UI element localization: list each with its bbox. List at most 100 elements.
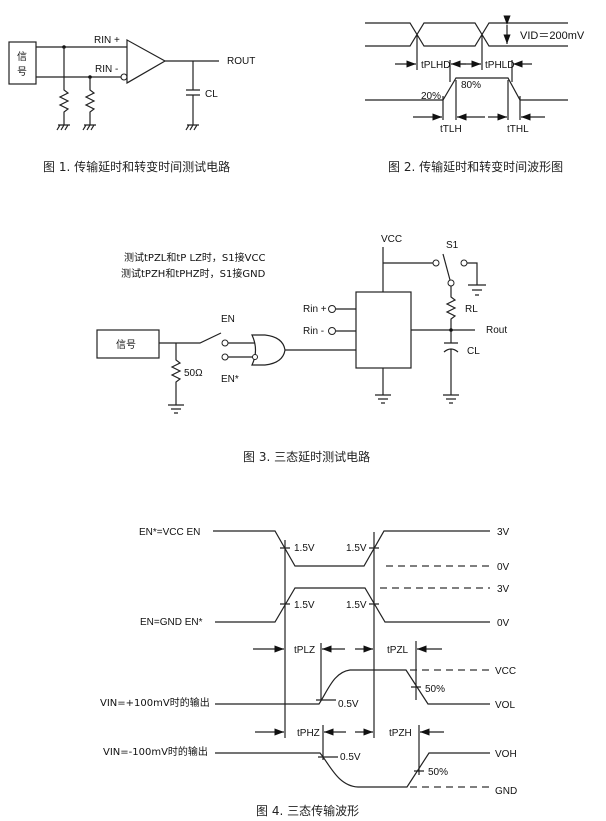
terminal-en-star: [221, 353, 229, 361]
en-switch: [159, 332, 222, 344]
s1-terminal-gnd: [460, 259, 468, 267]
vcc-wire: [382, 247, 433, 292]
v0-label-1: 0V: [497, 562, 510, 573]
vol-label: VOL: [495, 700, 515, 711]
ticks: [318, 756, 424, 772]
p50-label-1: 50%: [425, 684, 445, 695]
source-label: 信号: [116, 339, 136, 351]
tphld-label: tPHLD: [485, 60, 514, 71]
rl-label: RL: [465, 304, 478, 315]
rl-resistor-icon: [445, 286, 457, 343]
v15-label-4: 1.5V: [346, 600, 367, 611]
s1-label: S1: [446, 240, 459, 251]
v15-label-1: 1.5V: [294, 543, 315, 554]
receiver-amplifier-icon: [126, 38, 167, 85]
figure-4-tristate-waveforms: EN*=VCC EN 3V 0V EN=GND EN* 3V 0V 1.5V 1…: [100, 527, 517, 818]
resistor-50-ohm-icon: [168, 343, 184, 414]
figure-4-caption: 图 4. 三态传输波形: [256, 803, 359, 818]
en-star-vcc-label: EN*=VCC EN: [139, 527, 200, 538]
output-waveform: [365, 77, 568, 101]
reference-lines: [416, 34, 513, 82]
tphz-label: tPHZ: [297, 728, 320, 739]
output-waveform-positive: [215, 669, 490, 705]
source-label-2: 号: [17, 66, 27, 78]
v15-label-2: 1.5V: [346, 543, 367, 554]
p50-label-2: 50%: [428, 767, 448, 778]
tpzh-label: tPZH: [389, 728, 412, 739]
v3-label-1: 3V: [497, 527, 510, 538]
inverting-bubble: [252, 354, 258, 360]
tpzl-label: tPZL: [387, 645, 409, 656]
vcc-label: VCC: [495, 666, 516, 677]
input-wires: [36, 46, 127, 78]
gnd-label: GND: [495, 786, 517, 797]
figure-2-timing-waveform: VID＝200mV tPLHD tPHLD 80% 20% tTLH tTHL …: [365, 15, 585, 174]
v05-label-1: 0.5V: [338, 699, 359, 710]
figure-1-caption: 图 1. 传输延时和转变时间测试电路: [43, 159, 230, 174]
rout-label: ROUT: [227, 56, 255, 67]
terminal-rin-plus: [328, 305, 336, 313]
cl-label: CL: [467, 346, 480, 357]
ground-icon: [56, 124, 96, 131]
rout-label: Rout: [486, 325, 507, 336]
signal-source-box: [96, 329, 160, 359]
v05-label-2: 0.5V: [340, 752, 361, 763]
gate-input-wires: [228, 342, 255, 358]
rin-plus-label: RIN +: [94, 35, 120, 46]
v15-label-3: 1.5V: [294, 600, 315, 611]
transition-lines: [442, 80, 521, 120]
resistor-icon: [58, 47, 96, 125]
tplhd-label: tPLHD: [421, 60, 450, 71]
output-waveform-negative: [215, 752, 490, 788]
s1-common-terminal: [447, 279, 455, 287]
figure-1-test-circuit: 信 号 RIN + RIN - ROUT CL 图 1. 传输延时和转变时间测试…: [8, 35, 255, 174]
figure-2-caption: 图 2. 传输延时和转变时间波形图: [388, 159, 563, 174]
en-gnd-label: EN=GND EN*: [140, 617, 203, 628]
terminal-en: [221, 339, 229, 347]
ground-icon: [467, 262, 486, 296]
vin-neg-label: VIN=-100mV时的输出: [103, 745, 208, 758]
figure-3-tristate-circuit: 测试tPZL和tP LZ时，S1接VCC 测试tPZH和tPHZ时，S1接GND…: [96, 234, 507, 464]
timing-lines: [322, 725, 420, 775]
vid-label: VID＝200mV: [520, 30, 585, 42]
cl-capacitor-icon: [443, 342, 459, 404]
inverting-bubble: [120, 73, 128, 81]
reference-lines: [280, 532, 379, 738]
ttlh-label: tTLH: [440, 124, 462, 135]
rin-wires: [336, 308, 356, 332]
junction-dot: [449, 328, 453, 332]
r50-label: 50Ω: [184, 368, 203, 379]
ticks: [316, 686, 421, 701]
load-capacitor-icon: [185, 61, 200, 131]
v0-label-2: 0V: [497, 618, 510, 629]
en-star-label: EN*: [221, 374, 239, 385]
tplz-label: tPLZ: [294, 645, 315, 656]
device-under-test-box: [355, 291, 412, 369]
voh-label: VOH: [495, 749, 517, 760]
vin-pos-label: VIN=+100mV时的输出: [100, 696, 210, 709]
v3-label-2: 3V: [497, 584, 510, 595]
enable-waveform-2: [215, 587, 490, 623]
note-line-2: 测试tPZH和tPHZ时，S1接GND: [121, 267, 266, 280]
rin-minus-label: RIN -: [95, 64, 118, 75]
ground-icon: [375, 368, 391, 404]
signal-source-box: [8, 41, 37, 85]
vcc-label: VCC: [381, 234, 402, 245]
enable-waveform-1: [213, 530, 490, 567]
cl-label: CL: [205, 89, 218, 100]
p80-label: 80%: [461, 80, 481, 91]
dashed-levels: [380, 565, 490, 589]
rin-minus-label: Rin -: [303, 326, 324, 337]
tthl-label: tTHL: [507, 124, 529, 135]
figure-3-caption: 图 3. 三态延时测试电路: [243, 449, 370, 464]
note-line-1: 测试tPZL和tP LZ时，S1接VCC: [124, 251, 265, 264]
rin-plus-label: Rin +: [303, 304, 327, 315]
differential-input-waveform: [365, 22, 568, 47]
terminal-rin-minus: [328, 327, 336, 335]
s1-terminal-vcc: [432, 259, 440, 267]
en-label: EN: [221, 314, 235, 325]
p20-label: 20%: [421, 91, 441, 102]
gate-icon: [251, 334, 286, 366]
source-label-1: 信: [17, 51, 27, 63]
